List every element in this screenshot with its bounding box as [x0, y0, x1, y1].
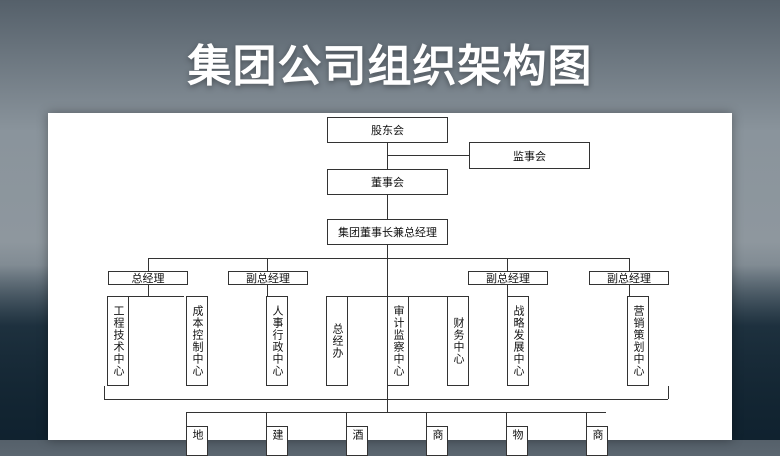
node-subsidiary-4: 商: [426, 426, 448, 456]
connector: [668, 386, 669, 399]
node-engineering-center: 工程技术中心: [107, 296, 129, 386]
connector: [346, 412, 347, 426]
connector: [629, 284, 630, 296]
connector: [387, 143, 388, 169]
node-audit-center: 审计监察中心: [387, 296, 409, 386]
node-subsidiary-1: 地: [186, 426, 208, 456]
connector: [104, 399, 668, 400]
connector: [104, 386, 105, 399]
node-shareholders: 股东会: [327, 117, 448, 143]
node-cost-control-center: 成本控制中心: [186, 296, 208, 386]
connector: [118, 296, 184, 297]
connector: [507, 258, 508, 271]
node-hr-admin-center: 人事行政中心: [266, 296, 288, 386]
page-title: 集团公司组织架构图: [187, 41, 593, 92]
node-subsidiary-5: 物: [506, 426, 528, 456]
connector: [186, 412, 606, 413]
connector: [148, 258, 149, 271]
node-vice-manager-1: 副总经理: [228, 271, 308, 285]
connector: [507, 284, 508, 296]
connector: [387, 258, 388, 296]
connector: [148, 258, 629, 259]
node-subsidiary-6: 商: [586, 426, 608, 456]
connector: [506, 412, 507, 426]
connector: [387, 155, 469, 156]
node-marketing-center: 营销策划中心: [627, 296, 649, 386]
connector: [586, 412, 587, 426]
connector: [426, 412, 427, 426]
node-finance-center: 财务中心: [447, 296, 469, 386]
connector: [148, 284, 149, 296]
node-chairman: 集团董事长兼总经理: [327, 219, 448, 245]
node-general-manager: 总经理: [108, 271, 188, 285]
connector: [629, 258, 630, 271]
connector: [267, 258, 268, 271]
connector: [267, 284, 268, 296]
node-supervisors: 监事会: [469, 142, 590, 169]
connector: [186, 412, 187, 426]
node-subsidiary-3: 酒: [346, 426, 368, 456]
node-board: 董事会: [327, 169, 448, 195]
node-gm-office: 总经办: [326, 296, 348, 386]
node-vice-manager-2: 副总经理: [468, 271, 548, 285]
org-chart-sheet: 股东会 监事会 董事会 集团董事长兼总经理 总经理 副总经理 副总经理 副总经理…: [48, 113, 732, 456]
connector: [266, 412, 267, 426]
connector: [387, 245, 388, 258]
connector: [387, 194, 388, 219]
node-strategy-center: 战略发展中心: [507, 296, 529, 386]
node-vice-manager-3: 副总经理: [589, 271, 669, 285]
node-subsidiary-2: 建: [266, 426, 288, 456]
